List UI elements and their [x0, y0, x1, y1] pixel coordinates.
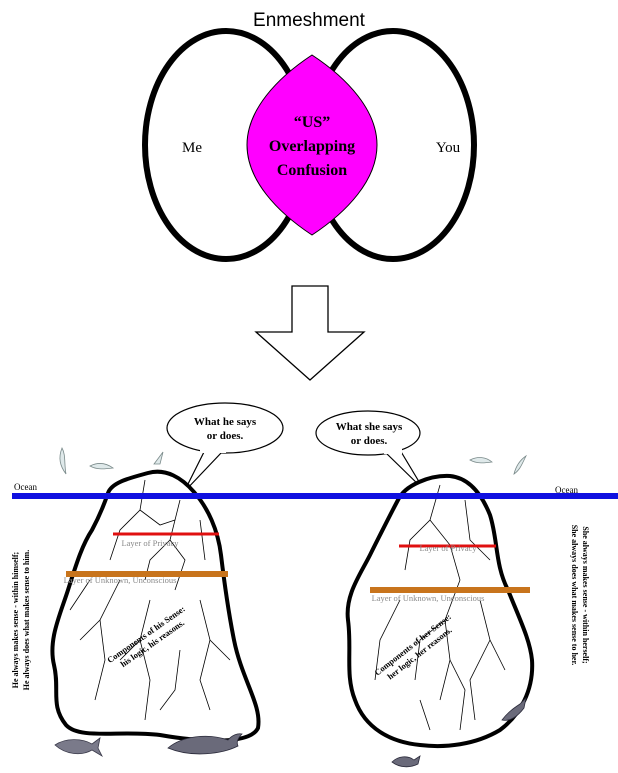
speech-bubble-left: What he says or does. — [166, 402, 284, 493]
overlap-region — [246, 54, 378, 236]
ocean-label-left: Ocean — [14, 482, 37, 492]
privacy-layer-label-left: Layer of Privacy — [121, 538, 179, 548]
side-note-left-line-2: He always does what makes sense to him. — [22, 550, 31, 690]
unconscious-layer-label-right: Layer of Unknown, Unconscious — [372, 593, 485, 603]
me-label: Me — [182, 140, 202, 156]
diagram-title: Enmeshment — [253, 10, 366, 31]
bird-icon — [89, 463, 115, 470]
bubble-right-line-1: What she says — [336, 421, 403, 433]
whale-icon — [167, 733, 243, 755]
iceberg-right: Layer of Privacy Layer of Unknown, Uncon… — [345, 473, 590, 749]
fish-icon — [391, 755, 421, 768]
side-note-left-line-1: He always makes sense - within himself; — [11, 551, 20, 688]
unconscious-layer-label-left: Layer of Unknown, Unconscious — [64, 575, 177, 585]
bird-icon — [469, 457, 493, 464]
sea-creatures — [54, 696, 527, 768]
side-note-right-line-1: She always makes sense - within herself; — [581, 526, 590, 664]
overlap-line-3: Confusion — [277, 162, 347, 179]
down-arrow-icon — [254, 285, 366, 381]
fish-icon — [54, 737, 103, 758]
privacy-layer-label-right: Layer of Privacy — [419, 543, 477, 553]
iceberg-left: Layer of Privacy Layer of Unknown, Uncon… — [11, 469, 261, 743]
overlap-line-1: “US” — [294, 114, 330, 131]
ocean-label-right: Ocean — [555, 485, 578, 495]
bubble-left-line-1: What he says — [194, 416, 257, 428]
fish-icon — [501, 696, 527, 721]
bubble-right-line-2: or does. — [351, 435, 388, 447]
you-label: You — [436, 140, 461, 156]
speech-bubble-right: What she says or does. — [315, 410, 425, 491]
bird-icon — [59, 447, 67, 475]
bird-icon — [513, 454, 528, 475]
side-note-right-line-2: She always does what makes sense to her. — [570, 525, 579, 666]
bird-icon — [153, 451, 164, 465]
bubble-left-line-2: or does. — [207, 430, 244, 442]
venn-diagram: Me You “US” Overlapping Confusion — [142, 28, 477, 262]
birds — [59, 447, 528, 475]
overlap-line-2: Overlapping — [269, 138, 355, 155]
